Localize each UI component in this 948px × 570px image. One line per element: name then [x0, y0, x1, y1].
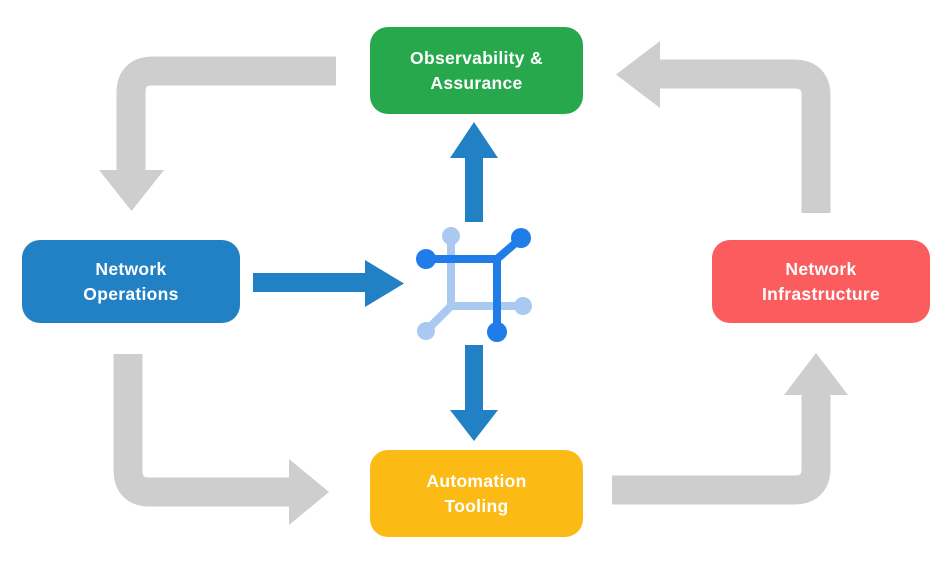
cycle-arrow-observability-to-operations-head — [99, 170, 164, 211]
network-platform-icon — [416, 227, 532, 342]
node-label-line: Tooling — [444, 495, 509, 516]
node-network-operations: Network Operations — [22, 240, 240, 323]
icon-bottom-left-branch — [426, 303, 454, 331]
cycle-arrow-automation-to-infrastructure-head — [784, 353, 848, 395]
cycle-arrow-infrastructure-to-observability-shaft — [658, 59, 831, 213]
cycle-arrow-automation-to-infrastructure-shaft — [612, 393, 831, 505]
icon-top-right-node — [511, 228, 531, 248]
cycle-arrow-infrastructure-to-observability-head — [616, 41, 660, 108]
node-label-line: Operations — [83, 283, 179, 304]
cycle-arrow-observability-to-operations — [99, 56, 336, 211]
node-observability-assurance: Observability & Assurance — [370, 27, 583, 114]
cycle-arrow-operations-to-automation-head — [289, 459, 329, 525]
icon-bottom-node — [487, 322, 507, 342]
node-label-line: Observability & — [410, 48, 543, 69]
flow-arrow-center-to-observability — [450, 122, 498, 222]
node-label-line: Network — [785, 259, 857, 280]
cycle-arrow-observability-to-operations-shaft — [116, 56, 336, 172]
network-platform-icon-light-nodes — [417, 227, 532, 340]
icon-bottom-left-node — [417, 322, 435, 340]
icon-top-node — [442, 227, 460, 245]
node-label-line: Infrastructure — [762, 283, 880, 304]
node-network-infrastructure: Network Infrastructure — [712, 240, 930, 323]
node-label-line: Automation — [426, 471, 527, 492]
cycle-arrow-automation-to-infrastructure — [612, 353, 848, 505]
cycle-arrow-operations-to-automation-shaft — [113, 354, 291, 507]
icon-right-node — [514, 297, 532, 315]
cycle-arrow-operations-to-automation — [113, 354, 329, 525]
flow-arrow-center-to-automation — [450, 345, 498, 441]
node-automation-tooling: Automation Tooling — [370, 450, 583, 537]
network-platform-icon-dark-nodes — [416, 228, 531, 342]
flow-arrow-operations-to-center — [253, 260, 404, 307]
cycle-arrow-infrastructure-to-observability — [616, 41, 831, 213]
node-label-line: Network — [95, 259, 167, 280]
icon-left-node — [416, 249, 436, 269]
node-label-line: Assurance — [430, 72, 523, 93]
